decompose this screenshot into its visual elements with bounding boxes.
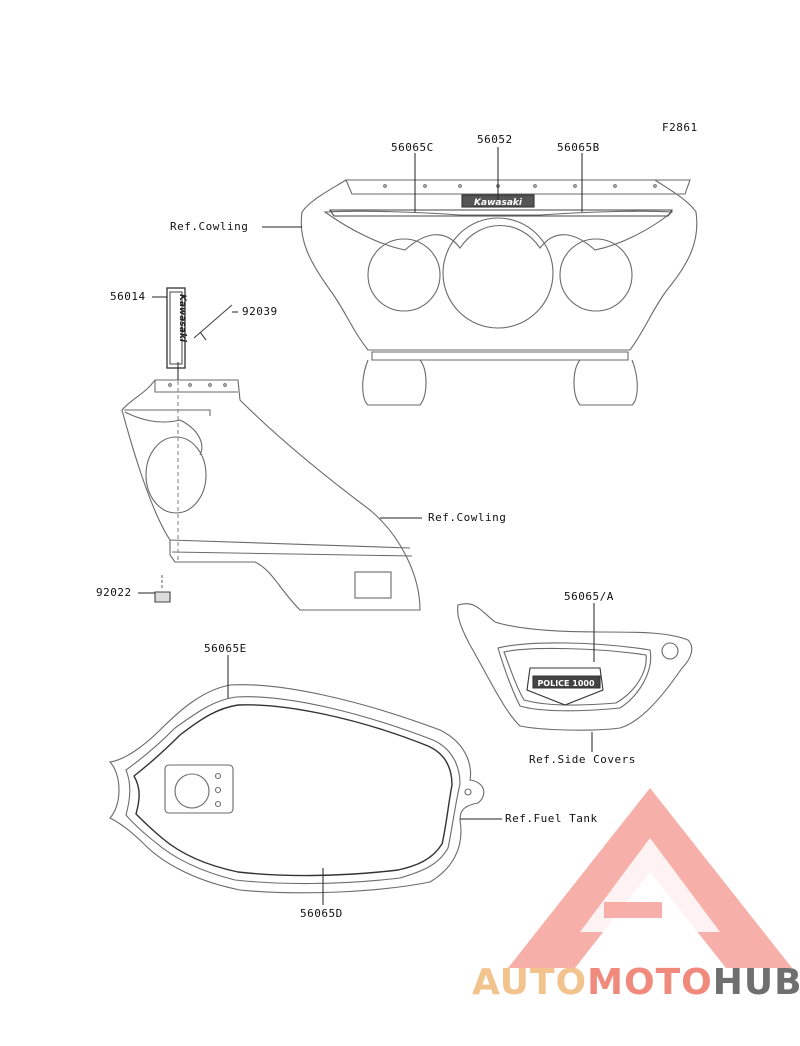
watermark-text: AUTOMOTOHUB <box>472 962 800 1003</box>
vertical-brand-decal: Kawasaki <box>177 294 187 343</box>
watermark-part-auto: AUTO <box>472 962 588 1003</box>
figure-code: F2861 <box>662 121 698 134</box>
side-cover-drawing <box>457 603 693 731</box>
callout-92022: 92022 <box>96 586 132 599</box>
callout-56065D: 56065D <box>300 907 343 920</box>
fuel-tank-drawing <box>108 684 485 894</box>
callout-56065C: 56065C <box>391 141 434 154</box>
clip-92022-drawing <box>154 575 171 603</box>
callout-56065B: 56065B <box>557 141 600 154</box>
callout-56014: 56014 <box>110 290 146 303</box>
callout-56065E: 56065E <box>204 642 247 655</box>
leader-lines <box>138 147 595 905</box>
watermark-logo-icon <box>508 788 792 968</box>
callout-ref-side-covers: Ref.Side Covers <box>529 753 636 766</box>
callout-56065A: 56065/A <box>564 590 614 603</box>
callout-ref-fuel-tank: Ref.Fuel Tank <box>505 812 598 825</box>
watermark-part-moto: MOTO <box>587 962 713 1003</box>
callout-ref-cowling-top: Ref.Cowling <box>170 220 249 233</box>
cowling-brand-decal: Kawasaki <box>474 198 523 208</box>
front-fairing-drawing <box>300 179 698 406</box>
screw-92039-drawing <box>193 304 233 341</box>
police-emblem-text: POLICE 1000 <box>537 679 595 688</box>
side-fairing-drawing <box>121 360 421 611</box>
callout-56052: 56052 <box>477 133 513 146</box>
vertical-decal-drawing <box>166 287 186 369</box>
callout-ref-cowling-mid: Ref.Cowling <box>428 511 507 524</box>
callout-92039: 92039 <box>242 305 278 318</box>
watermark-part-hub: HUB <box>712 962 800 1003</box>
